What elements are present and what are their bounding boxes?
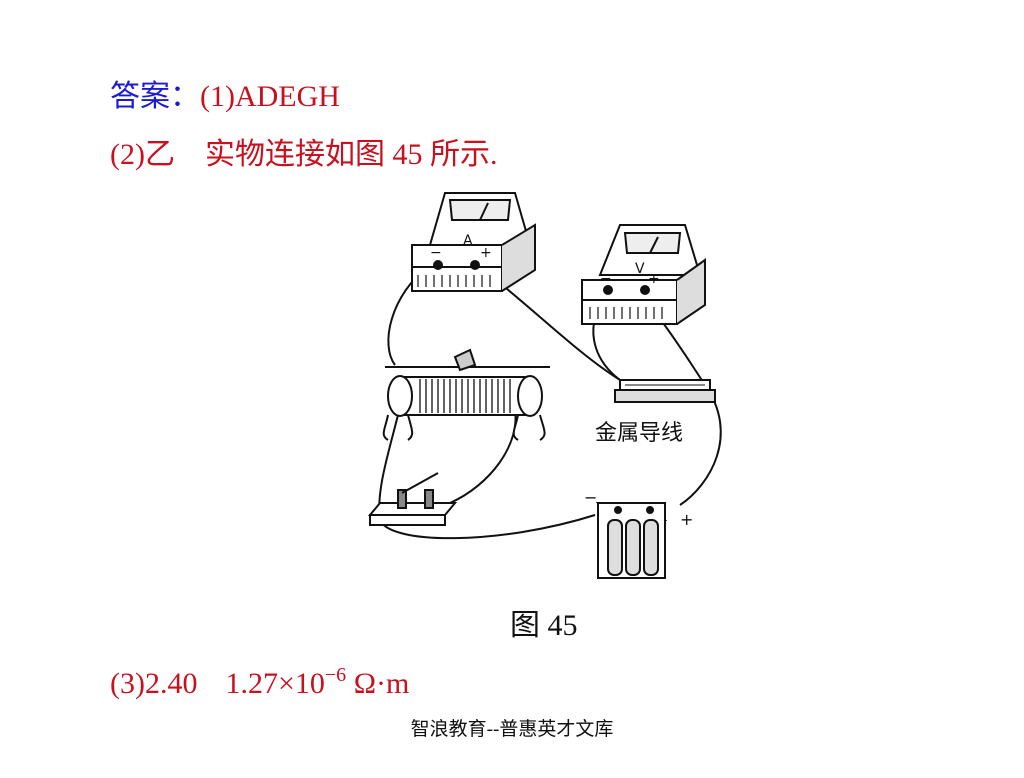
answer-part-3-prefix: (3)2.40 [110, 667, 198, 700]
figure-caption: 图 45 [510, 609, 578, 642]
ammeter-minus: − [430, 245, 442, 261]
ammeter [411, 192, 536, 292]
answer-part-2-text: 实物连接如图 45 所示. [204, 138, 498, 171]
battery-minus: − [584, 488, 597, 507]
metal-wire-board [614, 379, 716, 403]
rheostat [382, 348, 550, 441]
answer-line-3: (3)2.40 1.27×10−6 Ω·m [110, 665, 409, 699]
answer-label: 答案： [110, 80, 200, 113]
battery-plus: + [680, 510, 693, 529]
answer-part-3-exponent: −6 [324, 664, 347, 686]
battery [595, 502, 668, 579]
wire [449, 409, 517, 504]
answer-part-1: (1)ADEGH [200, 80, 340, 113]
wire-label: 金属导线 [595, 421, 683, 446]
circuit-diagram: A − + V − + [367, 192, 722, 579]
answer-line-2: (2)乙实物连接如图 45 所示. [110, 140, 497, 170]
voltmeter-minus: − [600, 271, 612, 287]
ammeter-plus: + [480, 245, 492, 261]
switch [367, 472, 458, 526]
footer-text: 智浪教育--普惠英才文库 [410, 719, 614, 740]
voltmeter-letter: V [635, 261, 645, 277]
voltmeter-plus: + [648, 271, 660, 287]
answer-part-2-prefix: (2)乙 [110, 138, 175, 171]
voltmeter [581, 224, 706, 325]
answer-part-3-unit: Ω·m [353, 667, 410, 700]
answer-part-3-value: 1.27×10 [225, 667, 325, 700]
circuit-figure: A − + V − + [350, 185, 740, 595]
answer-line-1: 答案：(1)ADEGH [110, 82, 340, 112]
ammeter-letter: A [463, 233, 473, 249]
wire [379, 514, 596, 540]
